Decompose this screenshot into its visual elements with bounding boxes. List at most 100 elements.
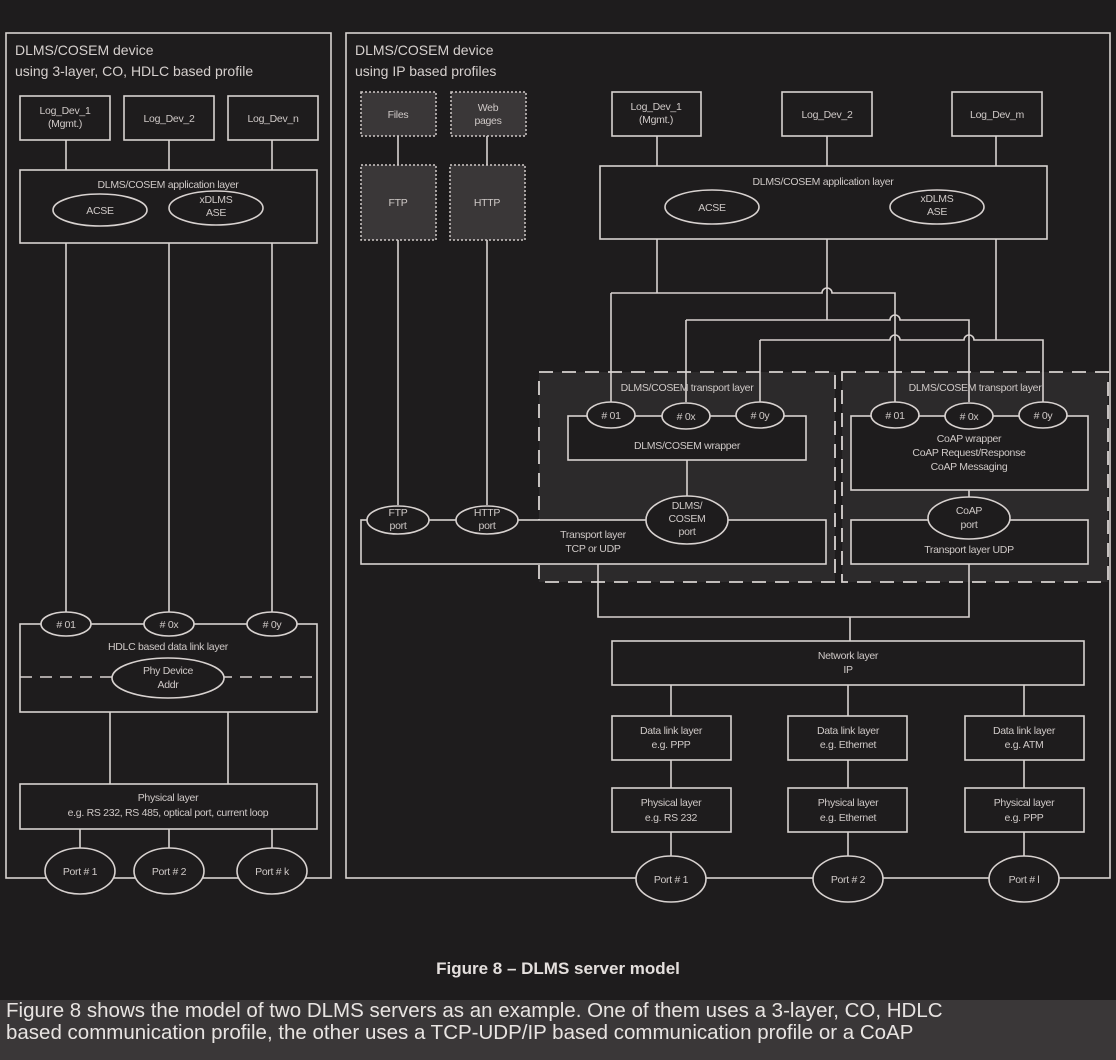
svg-text:ACSE: ACSE	[698, 202, 726, 214]
svg-text:Network layer: Network layer	[818, 650, 879, 662]
files-box: Files	[360, 91, 437, 137]
svg-text:pages: pages	[474, 115, 501, 127]
svg-text:DLMS/COSEM application layer: DLMS/COSEM application layer	[98, 179, 240, 191]
tcp-wport-0x: # 0x	[661, 402, 711, 430]
svg-text:port: port	[479, 520, 496, 532]
network-layer: Network layer IP	[611, 640, 1085, 686]
svg-text:# 0y: # 0y	[1034, 410, 1054, 422]
left-sap-01: # 01	[40, 611, 92, 637]
right-logical-device-2: Log_Dev_2	[781, 91, 873, 137]
figure-caption: Figure 8 – DLMS server model	[436, 959, 680, 978]
svg-text:# 0x: # 0x	[160, 619, 180, 631]
svg-text:# 0x: # 0x	[960, 411, 980, 423]
transport-region-label-coap: DLMS/COSEM transport layer	[909, 382, 1043, 394]
ftp-box: FTP	[360, 164, 437, 241]
svg-text:Port # l: Port # l	[1009, 874, 1040, 886]
svg-text:FTP: FTP	[389, 507, 408, 519]
right-device-title-line2: using IP based profiles	[355, 63, 496, 79]
svg-text:CoAP: CoAP	[956, 505, 983, 517]
right-xdlms-ellipse	[889, 189, 985, 225]
tcp-udp-transport-layer: Transport layer TCP or UDP	[360, 519, 827, 565]
svg-text:# 01: # 01	[56, 619, 76, 631]
svg-text:e.g. ATM: e.g. ATM	[1005, 739, 1044, 751]
svg-text:# 01: # 01	[885, 410, 905, 422]
left-hdlc-layer: HDLC based data link layer Phy Device Ad…	[19, 611, 318, 713]
left-port-1: Port # 1	[44, 847, 116, 895]
svg-text:port: port	[961, 519, 978, 531]
svg-text:Data link layer: Data link layer	[817, 725, 880, 737]
svg-text:xDLMS: xDLMS	[921, 193, 954, 205]
svg-text:# 0y: # 0y	[263, 619, 283, 631]
left-logical-device-2: Log_Dev_2	[123, 95, 215, 141]
transport-region-label-tcp-udp: DLMS/COSEM transport layer	[621, 382, 755, 394]
svg-text:DLMS/: DLMS/	[672, 500, 703, 512]
ftp-port: FTP port	[366, 505, 430, 535]
left-port-k: Port # k	[236, 847, 308, 895]
svg-text:e.g. Ethernet: e.g. Ethernet	[820, 739, 877, 751]
svg-text:# 0x: # 0x	[677, 411, 697, 423]
web-pages-box: Web pages	[450, 91, 527, 137]
left-device-title-line2: using 3-layer, CO, HDLC based profile	[15, 63, 253, 79]
left-logical-device-1: Log_Dev_1 (Mgmt.)	[19, 95, 111, 141]
svg-text:ASE: ASE	[206, 207, 226, 219]
svg-text:Log_Dev_n: Log_Dev_n	[247, 113, 298, 125]
svg-text:Log_Dev_1: Log_Dev_1	[630, 101, 681, 113]
svg-text:Web: Web	[478, 102, 499, 114]
right-port-2: Port # 2	[812, 855, 884, 903]
svg-text:(Mgmt.): (Mgmt.)	[48, 118, 82, 130]
svg-text:FTP: FTP	[389, 197, 408, 209]
svg-text:e.g. PPP: e.g. PPP	[651, 739, 690, 751]
left-acse-ellipse	[52, 193, 148, 227]
right-logical-device-1: Log_Dev_1 (Mgmt.)	[611, 91, 702, 137]
coap-wport-0x: # 0x	[944, 402, 994, 430]
http-port: HTTP port	[455, 505, 519, 535]
data-link-layer-ppp: Data link layer e.g. PPP	[611, 715, 732, 761]
svg-text:port: port	[390, 520, 407, 532]
right-acse-ellipse	[664, 189, 760, 225]
http-box: HTTP	[449, 164, 526, 241]
svg-text:ACSE: ACSE	[86, 205, 114, 217]
svg-text:Physical layer: Physical layer	[994, 797, 1055, 809]
left-application-layer: DLMS/COSEM application layer ACSE xDLMS …	[19, 169, 318, 244]
paragraph-line-2: based communication profile, the other u…	[6, 1021, 914, 1044]
coap-wport-0y: # 0y	[1018, 401, 1068, 429]
physical-layer-rs232: Physical layer e.g. RS 232	[611, 787, 732, 833]
svg-text:HTTP: HTTP	[474, 197, 501, 209]
svg-text:CoAP Request/Response: CoAP Request/Response	[912, 447, 1026, 459]
left-port-2: Port # 2	[133, 847, 205, 895]
phy-device-addr-ellipse	[111, 657, 225, 699]
svg-text:Addr: Addr	[158, 679, 180, 691]
data-link-layer-ethernet: Data link layer e.g. Ethernet	[787, 715, 908, 761]
svg-text:COSEM: COSEM	[668, 513, 705, 525]
svg-text:port: port	[679, 526, 696, 538]
svg-text:(Mgmt.): (Mgmt.)	[639, 114, 673, 126]
svg-text:IP: IP	[843, 664, 853, 676]
svg-text:Transport layer UDP: Transport layer UDP	[924, 544, 1014, 556]
tcp-wport-01: # 01	[586, 401, 636, 429]
coap-wport-01: # 01	[870, 401, 920, 429]
right-application-layer: DLMS/COSEM application layer ACSE xDLMS …	[599, 165, 1048, 240]
right-port-1: Port # 1	[635, 855, 707, 903]
svg-text:Physical layer: Physical layer	[138, 792, 199, 804]
right-device-title-line1: DLMS/COSEM device	[355, 42, 494, 58]
left-device-title-line1: DLMS/COSEM device	[15, 42, 154, 58]
dlms-server-model-diagram: DLMS/COSEM device using 3-layer, CO, HDL…	[5, 32, 1111, 903]
svg-text:Physical layer: Physical layer	[641, 797, 702, 809]
svg-text:CoAP Messaging: CoAP Messaging	[931, 461, 1008, 473]
svg-text:Data link layer: Data link layer	[993, 725, 1056, 737]
svg-text:CoAP wrapper: CoAP wrapper	[937, 433, 1002, 445]
svg-text:# 0y: # 0y	[751, 410, 771, 422]
svg-text:xDLMS: xDLMS	[200, 194, 233, 206]
tcp-wport-0y: # 0y	[735, 401, 785, 429]
left-device: DLMS/COSEM device using 3-layer, CO, HDL…	[5, 32, 332, 895]
svg-text:e.g. RS 232, RS 485, optical p: e.g. RS 232, RS 485, optical port, curre…	[68, 807, 269, 819]
svg-text:Physical layer: Physical layer	[818, 797, 879, 809]
right-device: DLMS/COSEM device using IP based profile…	[345, 32, 1111, 903]
physical-layer-ppp: Physical layer e.g. PPP	[964, 787, 1085, 833]
svg-text:Phy Device: Phy Device	[143, 665, 194, 677]
svg-text:Transport layer: Transport layer	[560, 529, 627, 541]
svg-text:ASE: ASE	[927, 206, 947, 218]
svg-text:HTTP: HTTP	[474, 507, 501, 519]
right-logical-device-m: Log_Dev_m	[951, 91, 1043, 137]
left-xdlms-ellipse	[168, 190, 264, 226]
